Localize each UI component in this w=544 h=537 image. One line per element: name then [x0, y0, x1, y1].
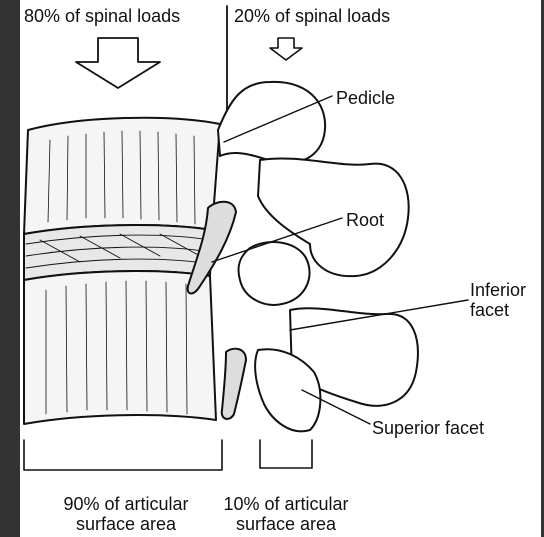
diagram-panel: 80% of spinal loads 20% of spinal loads …: [20, 0, 541, 537]
spine-illustration: [20, 0, 541, 537]
superior-facet-label: Superior facet: [372, 418, 484, 438]
load-80-label: 80% of spinal loads: [24, 6, 180, 26]
lamina-mid: [238, 242, 309, 305]
inferior-facet-label-line2: facet: [470, 300, 509, 320]
pedicle-shape: [218, 82, 325, 163]
load-20-label: 20% of spinal loads: [234, 6, 390, 26]
area-10-label-line2: surface area: [206, 514, 366, 534]
small-load-arrow: [270, 38, 302, 60]
bracket-90: [24, 440, 222, 470]
pedicle-label: Pedicle: [336, 88, 395, 108]
vertebral-body-lower: [24, 271, 216, 424]
bracket-10: [260, 440, 312, 468]
area-90-label-line1: 90% of articular: [40, 494, 212, 514]
area-90-label-line2: surface area: [40, 514, 212, 534]
root-label: Root: [346, 210, 384, 230]
large-load-arrow: [76, 38, 160, 88]
inferior-facet-label-line1: Inferior: [470, 280, 526, 300]
area-10-label-line1: 10% of articular: [206, 494, 366, 514]
nerve-root-lower: [222, 349, 246, 419]
vertebral-body-upper: [24, 118, 220, 234]
